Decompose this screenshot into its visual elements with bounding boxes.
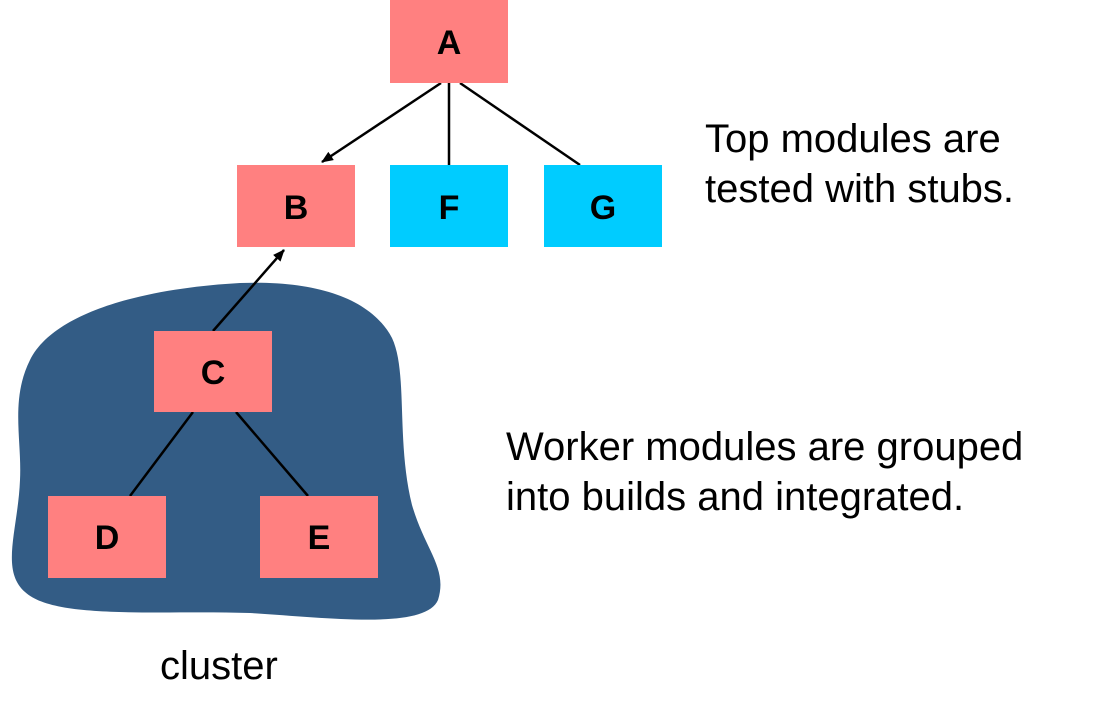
edge-c-d [129, 411, 194, 497]
node-c: C [154, 331, 272, 412]
node-f: F [390, 165, 508, 247]
node-d: D [48, 496, 166, 578]
edge-a-g [459, 81, 581, 167]
node-c-label: C [201, 354, 226, 392]
worker-caption-line-2: into builds and integrated. [506, 475, 965, 519]
node-a-label: A [437, 24, 462, 62]
node-b: B [237, 165, 355, 247]
node-a: A [390, 0, 508, 83]
cluster-label: cluster [160, 644, 278, 688]
node-d-label: D [95, 519, 120, 557]
top-caption-line-1: Top modules are [705, 117, 1001, 161]
top-modules-caption: Top modules are tested with stubs. [705, 114, 1014, 214]
edge-c-b [212, 249, 285, 332]
node-e: E [260, 496, 378, 578]
worker-caption-line-1: Worker modules are grouped [506, 425, 1024, 469]
edge-a-b [321, 81, 442, 164]
node-e-label: E [308, 519, 331, 557]
node-f-label: F [439, 189, 460, 227]
edge-c-e [235, 411, 309, 497]
node-b-label: B [284, 189, 309, 227]
worker-modules-caption: Worker modules are grouped into builds a… [506, 422, 1023, 522]
node-g: G [544, 165, 662, 247]
node-g-label: G [590, 189, 616, 227]
top-caption-line-2: tested with stubs. [705, 167, 1015, 211]
